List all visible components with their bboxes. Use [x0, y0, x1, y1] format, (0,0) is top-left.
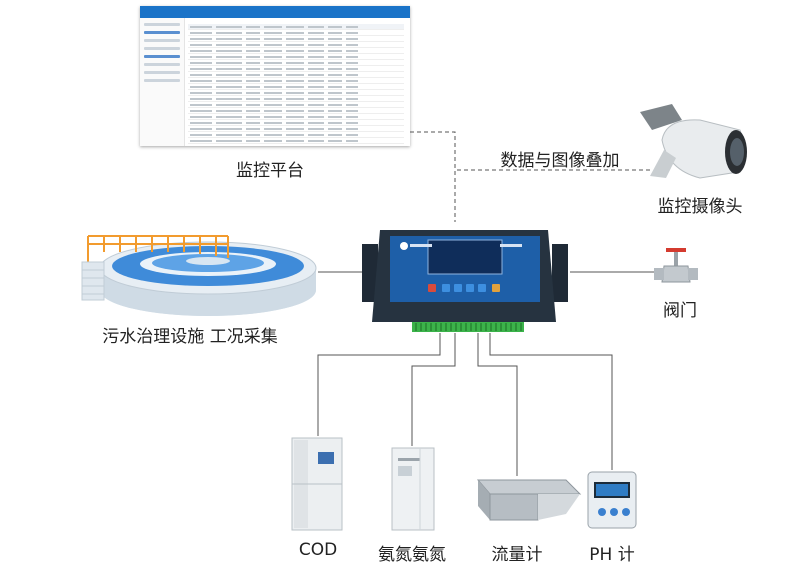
platform-table-row [188, 138, 404, 144]
platform-table-row [188, 48, 404, 54]
platform-table-row [188, 54, 404, 60]
platform-table-row [188, 114, 404, 120]
platform-table-row [188, 120, 404, 126]
ammonia-label: 氨氮氨氮 [378, 545, 446, 565]
platform-table-row [188, 60, 404, 66]
device-button-up [442, 284, 450, 292]
device-terminal-block [412, 322, 524, 332]
device-button-red [428, 284, 436, 292]
flow-meter-icon [476, 479, 582, 521]
platform-table-row [188, 42, 404, 48]
platform-table-row [188, 66, 404, 72]
ph-meter-label: PH 计 [589, 545, 635, 565]
ammonia-nitrogen-analyzer-icon [391, 447, 435, 531]
device-to-flow-line [477, 333, 518, 476]
ph-meter-icon [587, 471, 637, 529]
platform-table-row [188, 36, 404, 42]
sewage-facility-label: 污水治理设施 工况采集 [102, 327, 278, 347]
platform-table-row [188, 84, 404, 90]
platform-table-row [188, 102, 404, 108]
device-button-right [478, 284, 486, 292]
platform-data-table [188, 24, 404, 144]
device-logo-icon [400, 242, 408, 250]
platform-to-device-dashed-line [410, 131, 456, 222]
device-button-left [466, 284, 474, 292]
platform-table-row [188, 72, 404, 78]
surveillance-camera-icon [640, 104, 747, 179]
cod-analyzer-icon [291, 437, 343, 531]
device-to-ph-line [489, 333, 613, 470]
device-lcd-screen [427, 239, 503, 275]
valve-icon [654, 248, 698, 283]
platform-sidebar [140, 18, 185, 146]
platform-table-row [188, 96, 404, 102]
device-button-down [454, 284, 462, 292]
device-to-ammonia-line [411, 333, 456, 446]
device-to-cod-line [317, 333, 441, 436]
overlay-label: 数据与图像叠加 [500, 151, 620, 171]
platform-table-row [188, 30, 404, 36]
data-acquisition-device [362, 230, 568, 332]
platform-table-row [188, 78, 404, 84]
camera-label: 监控摄像头 [657, 197, 743, 217]
connector-lines [317, 131, 654, 476]
monitoring-platform-screenshot [140, 6, 410, 146]
platform-table-header [188, 24, 404, 30]
sewage-treatment-facility-icon [81, 235, 317, 316]
platform-header-bar [140, 6, 410, 18]
platform-label: 监控平台 [236, 161, 304, 181]
platform-table-row [188, 90, 404, 96]
cod-label: COD [298, 540, 338, 560]
device-button-ok [492, 284, 500, 292]
platform-table-row [188, 132, 404, 138]
valve-label: 阀门 [663, 301, 697, 321]
flow-meter-label: 流量计 [491, 545, 543, 565]
platform-table-row [188, 126, 404, 132]
platform-table-row [188, 108, 404, 114]
